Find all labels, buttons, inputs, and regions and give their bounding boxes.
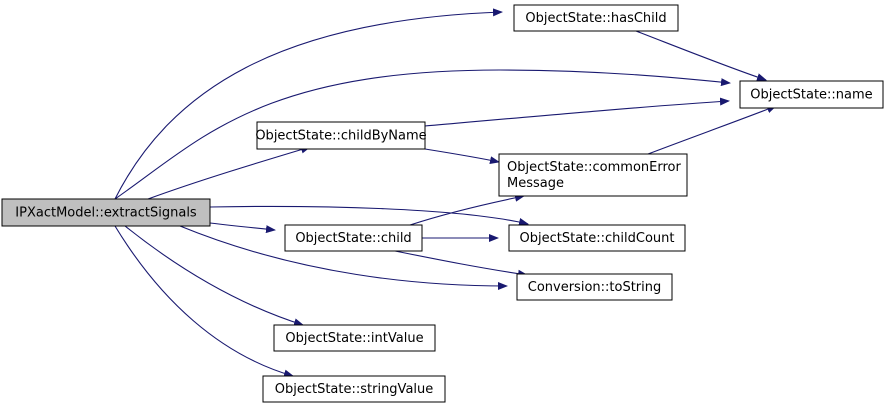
- edge-commonError-to-name: [647, 105, 777, 155]
- edge-child-to-toString: [394, 250, 528, 278]
- edge-root-to-child: [209, 222, 276, 234]
- edge-root-to-name: [114, 69, 731, 200]
- node-label-intValue: ObjectState::intValue: [285, 331, 423, 346]
- node-label-childCount: ObjectState::childCount: [520, 231, 675, 246]
- node-label-childByName: ObjectState::childByName: [255, 129, 426, 144]
- node-box-root: [1, 198, 211, 227]
- edge-root-to-hasChild: [114, 8, 503, 200]
- edge-root-to-childByName: [147, 145, 311, 200]
- node-childByName[interactable]: ObjectState::childByName: [255, 121, 427, 150]
- node-box-name: [739, 80, 884, 109]
- node-stringValue[interactable]: ObjectState::stringValue: [262, 375, 446, 403]
- node-label-commonError-line-1: Message: [507, 176, 564, 191]
- node-root[interactable]: IPXactModel::extractSignals: [1, 198, 211, 227]
- node-label-root: IPXactModel::extractSignals: [15, 206, 197, 221]
- node-toString[interactable]: Conversion::toString: [516, 273, 673, 301]
- edge-root-to-stringValue: [114, 225, 294, 378]
- edge-root-to-toString: [179, 225, 508, 290]
- node-label-name: ObjectState::name: [750, 88, 872, 103]
- edge-hasChild-to-name: [635, 30, 767, 81]
- node-box-childCount: [508, 224, 686, 252]
- node-label-hasChild: ObjectState::hasChild: [525, 11, 666, 26]
- node-hasChild[interactable]: ObjectState::hasChild: [513, 4, 679, 32]
- node-label-toString: Conversion::toString: [528, 280, 662, 295]
- node-childCount[interactable]: ObjectState::childCount: [508, 224, 686, 252]
- edge-child-to-commonError: [409, 193, 525, 226]
- edge-childByName-to-commonError: [424, 148, 500, 165]
- node-name[interactable]: ObjectState::name: [739, 80, 884, 109]
- edge-root-to-childCount: [209, 205, 529, 226]
- edge-root-to-intValue: [124, 225, 304, 327]
- node-box-commonError: [498, 153, 688, 197]
- node-box-toString: [516, 273, 673, 301]
- node-label-stringValue: ObjectState::stringValue: [275, 382, 434, 397]
- edge-childByName-to-name: [424, 97, 730, 127]
- node-box-intValue: [273, 324, 436, 352]
- node-child[interactable]: ObjectState::child: [284, 224, 423, 252]
- node-box-childByName: [256, 121, 426, 150]
- node-box-stringValue: [262, 375, 446, 403]
- node-box-child: [284, 224, 423, 252]
- node-label-commonError-line-0: ObjectState::commonError: [507, 160, 681, 175]
- node-box-hasChild: [513, 4, 679, 32]
- node-intValue[interactable]: ObjectState::intValue: [273, 324, 436, 352]
- node-label-child: ObjectState::child: [295, 231, 411, 246]
